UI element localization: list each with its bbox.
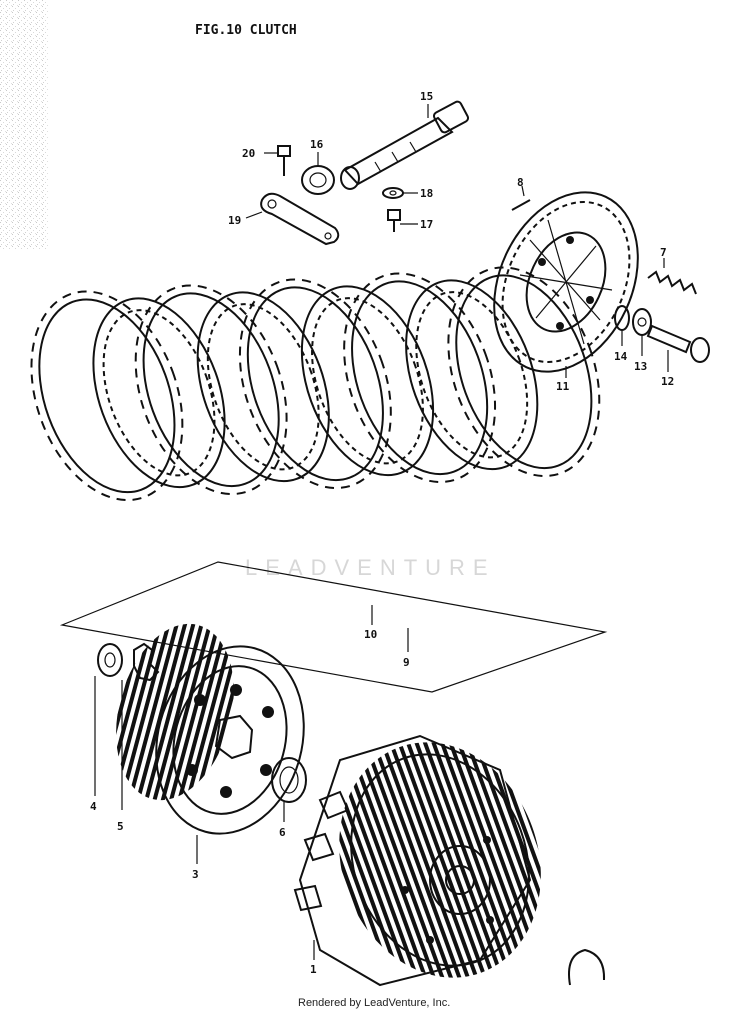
callout-13: 13 (634, 360, 647, 373)
clutch-housing (293, 734, 541, 987)
callout-12: 12 (661, 375, 674, 388)
callouts: 1 3 4 5 6 7 8 9 10 11 12 13 14 15 16 17 … (90, 90, 674, 976)
washer-18 (382, 187, 404, 199)
oil-seal (301, 165, 335, 195)
bolt-20 (277, 145, 291, 176)
watermark: LEADVENTURE (245, 555, 496, 580)
nut-4 (97, 643, 123, 677)
callout-5: 5 (117, 820, 124, 833)
callout-1: 1 (310, 963, 317, 976)
callout-11: 11 (556, 380, 570, 393)
pin-8 (511, 199, 531, 211)
callout-20: 20 (242, 147, 255, 160)
callout-4: 4 (90, 800, 97, 813)
callout-16: 16 (310, 138, 324, 151)
leader-lines (94, 104, 669, 960)
callout-8: 8 (517, 176, 524, 189)
parts-group-outline (59, 561, 608, 693)
circlip (568, 948, 606, 986)
callout-9: 9 (403, 656, 410, 669)
figure-title: FIG.10 CLUTCH (195, 23, 297, 38)
callout-18: 18 (420, 187, 433, 200)
clutch-spring (647, 270, 697, 295)
thrust-washer-6 (271, 757, 307, 803)
callout-3: 3 (192, 868, 199, 881)
footer-credit: Rendered by LeadVenture, Inc. (298, 997, 450, 1009)
callout-15: 15 (420, 90, 433, 103)
lock-washer-5 (133, 642, 160, 682)
push-piece-12 (646, 324, 710, 363)
callout-6: 6 (279, 826, 286, 839)
callout-7: 7 (660, 246, 667, 259)
plate-stack (30, 266, 601, 502)
bearing-13 (632, 308, 652, 336)
callout-19: 19 (228, 214, 241, 227)
clutch-hub (116, 623, 305, 835)
release-lever (260, 192, 340, 246)
callout-10: 10 (364, 628, 377, 641)
scan-noise (0, 0, 48, 250)
bolt-17 (387, 209, 401, 232)
callout-17: 17 (420, 218, 433, 231)
callout-14: 14 (614, 350, 628, 363)
release-shaft (340, 100, 469, 190)
